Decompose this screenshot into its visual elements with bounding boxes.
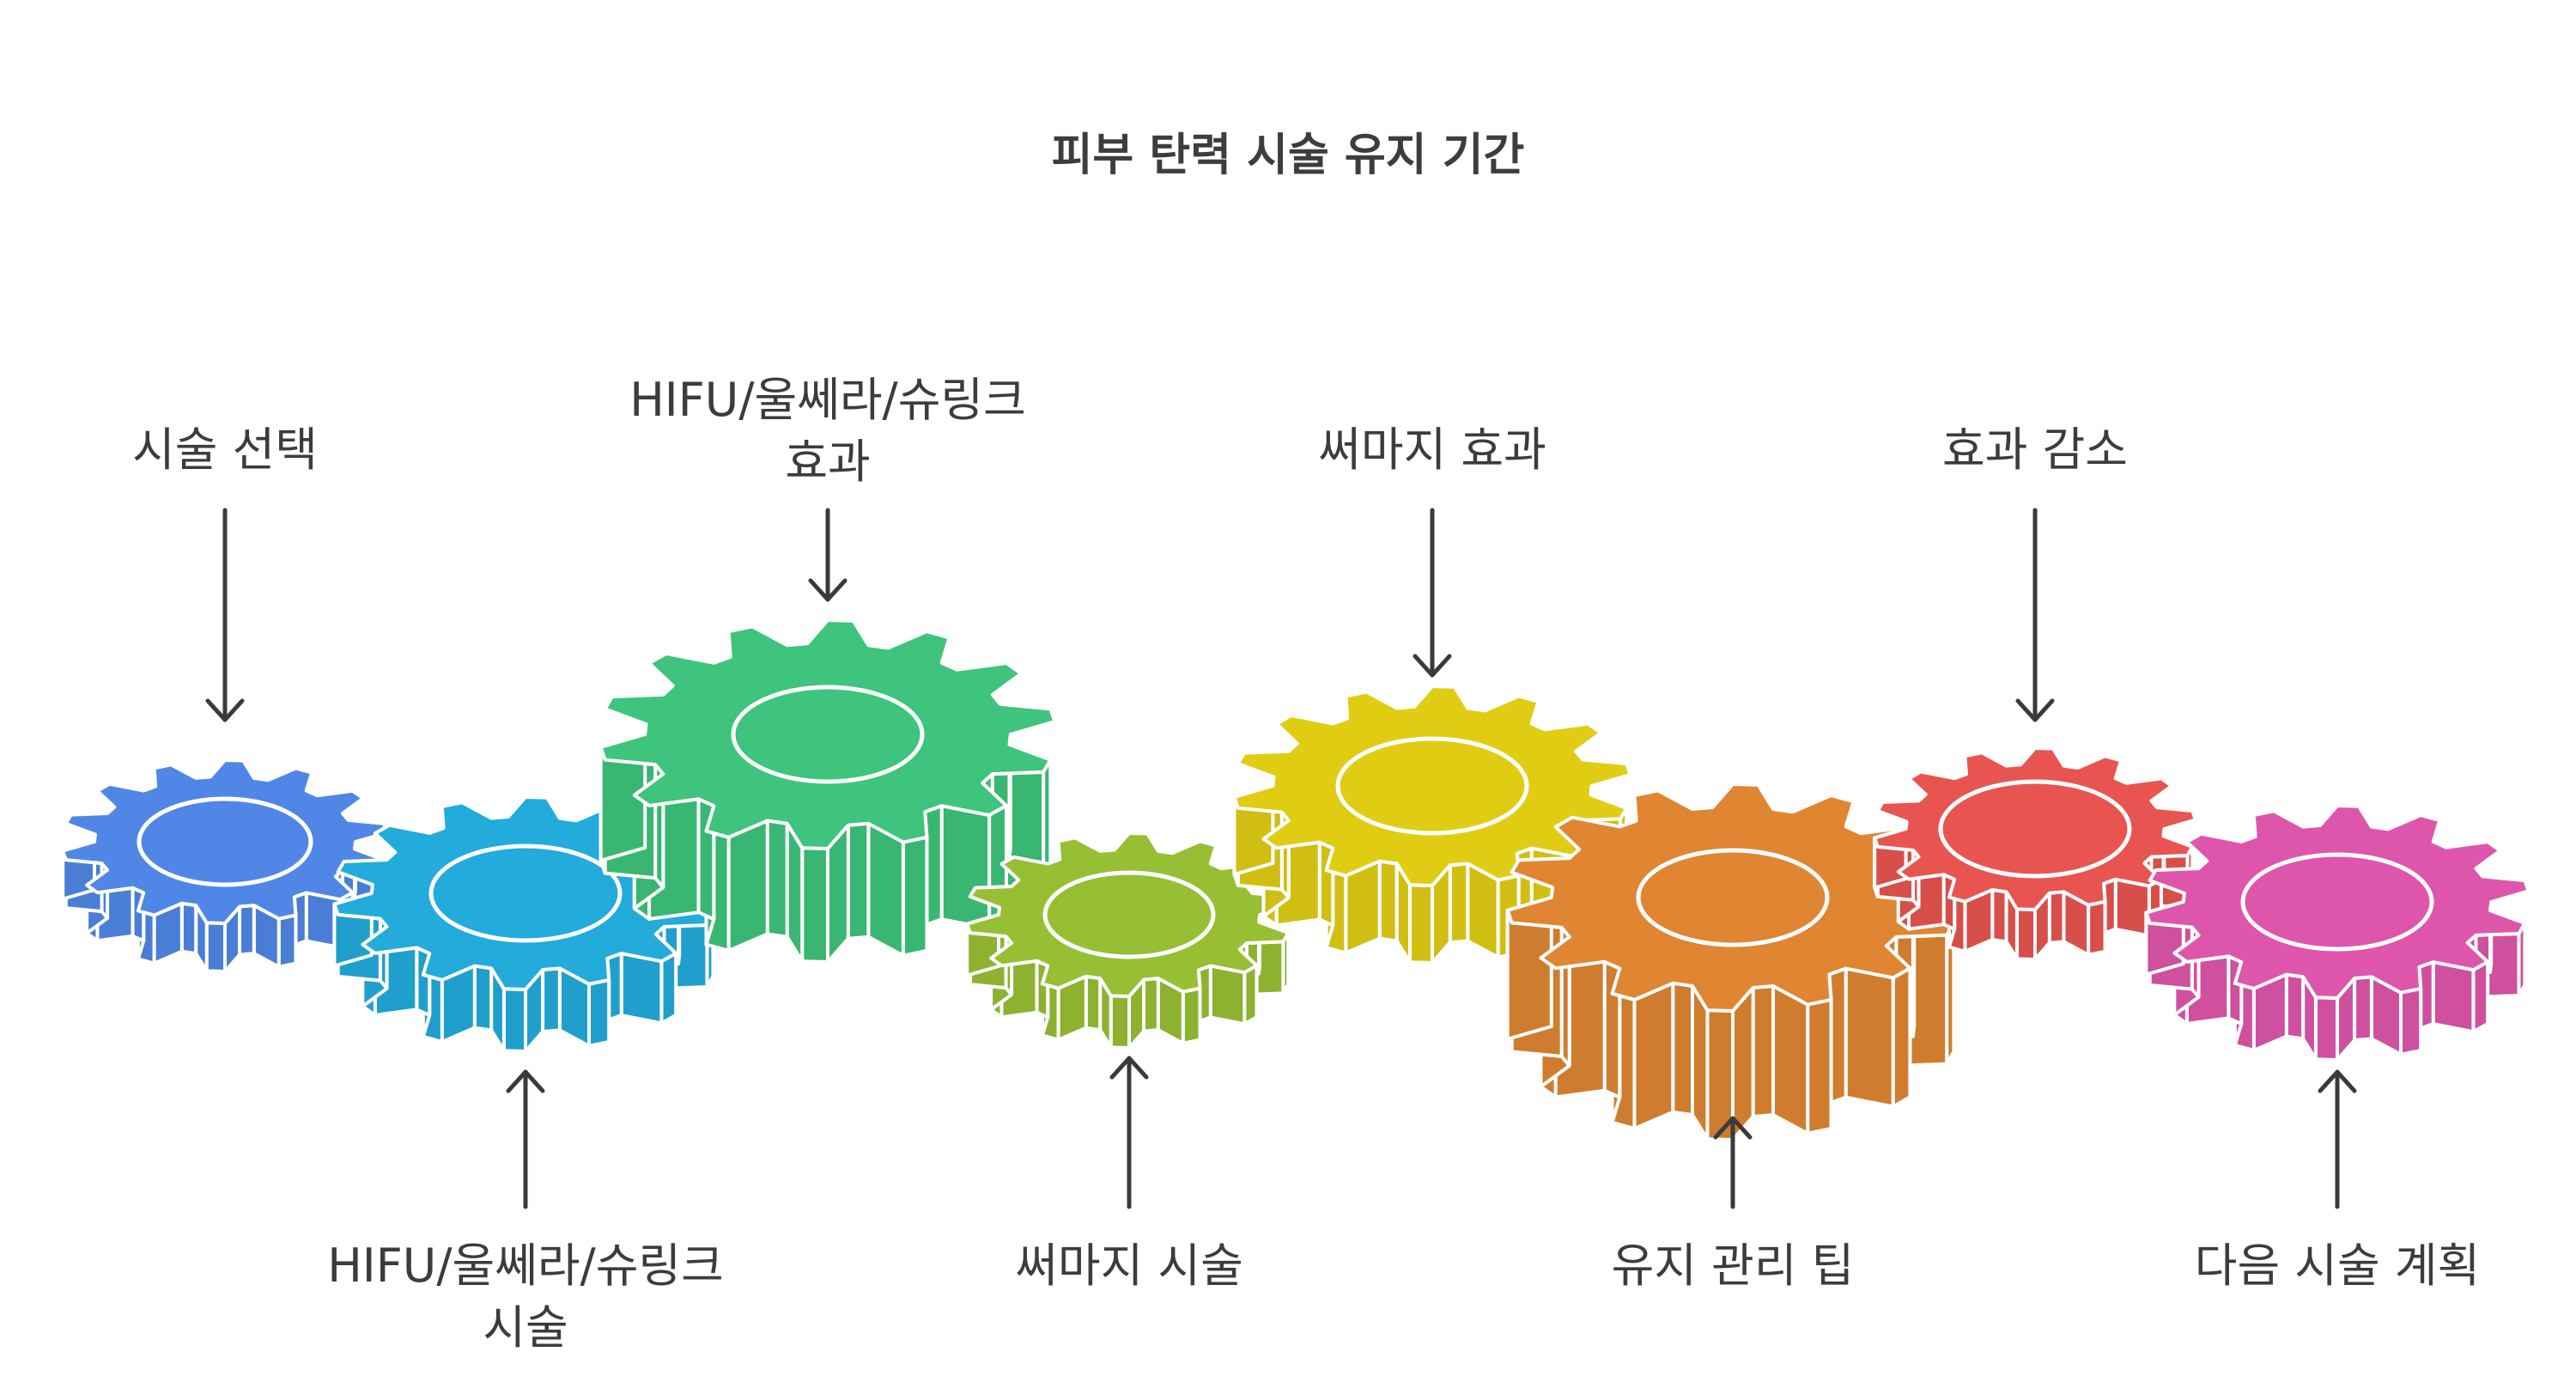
gear-side-face <box>589 980 609 1046</box>
gear-side-face <box>1144 978 1158 1031</box>
gear-side-face <box>1893 968 1911 1106</box>
gear-side-face <box>1244 965 1256 1024</box>
step-label-line: 유지 관리 팁 <box>1475 1235 1990 1297</box>
gear-side-face <box>279 916 296 967</box>
gear-side-face <box>903 837 927 956</box>
gear-side-face <box>543 968 560 1032</box>
gear-hole <box>1638 850 1827 945</box>
gear-hole <box>2243 855 2432 949</box>
arrow-hifu-proc <box>508 1072 543 1207</box>
gear-side-face <box>2401 989 2421 1055</box>
gear-side-face <box>848 824 869 939</box>
arrow-thermage-effect <box>1415 510 1449 675</box>
gear-side-face <box>2116 880 2149 936</box>
gear-side-face <box>2433 962 2474 1032</box>
gear-side-face <box>240 905 254 954</box>
arrow-next-plan <box>2320 1072 2354 1207</box>
gear-side-face <box>729 820 768 950</box>
step-label-select: 시술 선택 <box>0 419 483 481</box>
arrow-decrease <box>2018 510 2052 720</box>
step-label-line: 써마지 시술 <box>872 1235 1387 1297</box>
gear-side-face <box>661 953 676 1023</box>
gear-side-face <box>1773 986 1807 1134</box>
arrow-hifu-effect <box>811 510 845 600</box>
gear-side-face <box>504 989 526 1051</box>
gear-side-face <box>1733 988 1753 1140</box>
gear-side-face <box>1086 977 1100 1030</box>
gear-hole <box>733 687 922 782</box>
gear-side-face <box>1753 986 1773 1117</box>
gear-side-face <box>1111 995 1129 1048</box>
gear-side-face <box>2287 975 2303 1039</box>
gear-side-face <box>2316 997 2337 1060</box>
gear-hole <box>139 799 311 885</box>
gear-side-face <box>622 953 662 1023</box>
gear-side-face <box>1807 1000 1831 1134</box>
step-label-line: 써마지 효과 <box>1175 419 1690 481</box>
gear-side-face <box>2088 902 2105 955</box>
step-label-thermage-proc: 써마지 시술 <box>872 1235 1387 1297</box>
gear-side-face <box>2354 977 2372 1040</box>
gear-side-face <box>1450 863 1468 942</box>
arrow-maintenance <box>1716 1118 1750 1207</box>
gear-side-face <box>2050 892 2064 942</box>
gear-side-face <box>768 820 787 936</box>
arrow-thermage-proc <box>1112 1058 1146 1207</box>
gear-side-face <box>942 806 989 928</box>
gear-side-face <box>1410 885 1432 963</box>
gear-hole <box>1045 873 1213 957</box>
gear-side-face <box>2473 962 2488 1032</box>
step-label-next-plan: 다음 시술 계획 <box>2080 1235 2576 1297</box>
step-label-maintenance: 유지 관리 팁 <box>1475 1235 1990 1297</box>
step-label-line: HIFU/울쎄라/슈링크 <box>570 369 1085 431</box>
step-label-decrease: 효과 감소 <box>1777 419 2293 481</box>
gear-side-face <box>475 966 491 1031</box>
gear-hole <box>431 846 620 941</box>
gear-side-face <box>182 904 196 953</box>
gear-side-face <box>1846 969 1893 1107</box>
gear-hifu-effect <box>601 620 1055 962</box>
arrow-select <box>208 510 242 720</box>
step-label-line: 시술 선택 <box>0 419 483 481</box>
step-label-thermage-effect: 써마지 효과 <box>1175 419 1690 481</box>
step-label-line: HIFU/울쎄라/슈링크 <box>268 1235 783 1297</box>
gear-side-face <box>2017 909 2035 959</box>
step-label-line: 효과 감소 <box>1777 419 2293 481</box>
gear-next-plan <box>2146 806 2528 1060</box>
step-label-line: 효과 <box>570 431 1085 493</box>
gear-side-face <box>868 824 903 956</box>
gear-side-face <box>1380 862 1397 941</box>
gear-side-face <box>1634 983 1673 1129</box>
gear-side-face <box>207 922 225 971</box>
gear-side-face <box>1211 965 1245 1024</box>
gear-side-face <box>802 848 828 962</box>
gear-side-face <box>1183 989 1200 1044</box>
gear-hole <box>1941 782 2129 876</box>
step-label-line: 다음 시술 계획 <box>2080 1235 2576 1297</box>
step-label-line: 시술 <box>268 1297 783 1359</box>
gear-side-face <box>1673 983 1692 1115</box>
gear-side-face <box>1992 890 2006 941</box>
gear-hole <box>1338 739 1527 833</box>
